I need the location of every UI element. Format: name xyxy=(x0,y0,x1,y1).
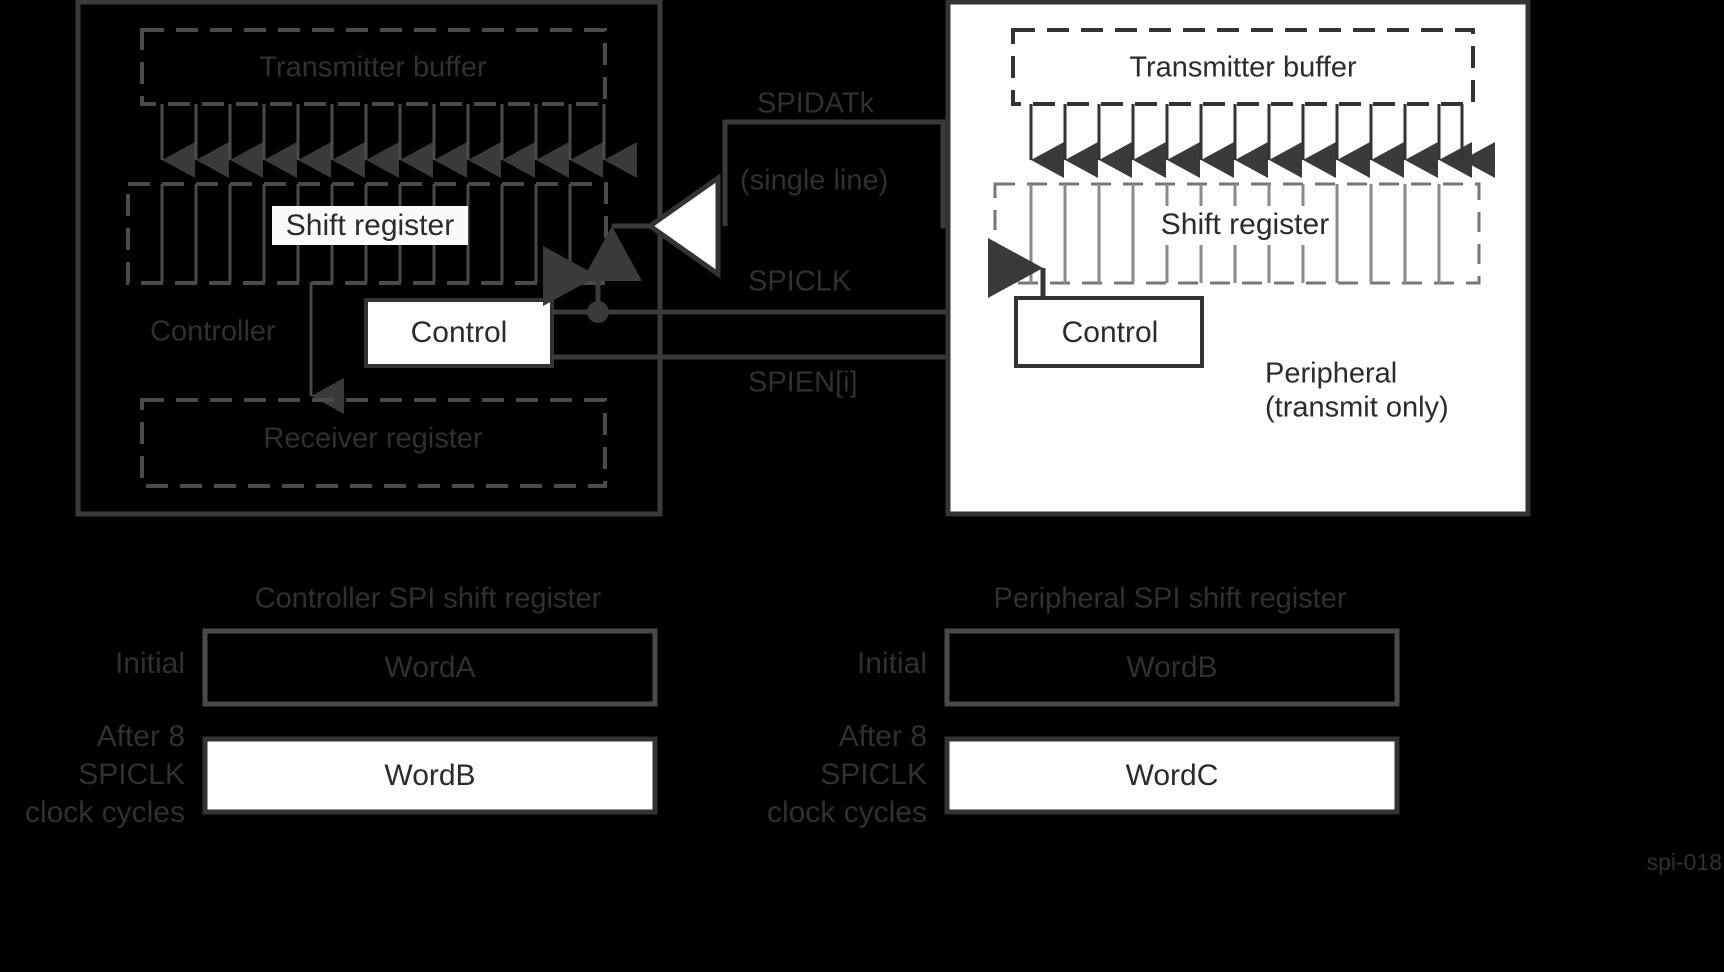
controller-register-initial-value: WordA xyxy=(384,651,475,684)
peripheral-load-arrows xyxy=(1029,104,1495,178)
controller-transmitter-buffer-label: Transmitter buffer xyxy=(259,52,487,84)
peripheral-control-box xyxy=(1014,296,1204,368)
controller-load-arrows xyxy=(160,104,637,178)
controller-control-box xyxy=(364,298,554,368)
controller-register-after8-box xyxy=(202,736,658,815)
controller-register-after8-label-line1: After 8 xyxy=(97,720,185,753)
controller-control-label: Control xyxy=(411,316,508,349)
peripheral-register-after8-value: WordC xyxy=(1126,759,1219,792)
controller-register-table: Controller SPI shift register WordA Init… xyxy=(25,583,658,829)
peripheral-panel: Transmitter buffer xyxy=(945,0,1531,517)
spidatk-label: SPIDATk xyxy=(757,88,875,120)
peripheral-shift-register-box xyxy=(993,182,1481,285)
controller-receiver-register-box xyxy=(140,398,607,488)
peripheral-register-after8-label-line1: After 8 xyxy=(839,720,927,753)
peripheral-shift-register-label: Shift register xyxy=(1161,208,1329,241)
controller-shift-register-label: Shift register xyxy=(286,209,454,242)
controller-transmitter-buffer-box xyxy=(140,28,607,106)
controller-receiver-register-label: Receiver register xyxy=(263,423,483,455)
peripheral-register-initial-value: WordB xyxy=(1126,651,1217,684)
peripheral-register-after8-box xyxy=(944,736,1400,815)
controller-register-after8-label-line2: SPICLK xyxy=(78,758,185,791)
peripheral-register-initial-box xyxy=(944,628,1400,707)
peripheral-register-after8-label-line2: SPICLK xyxy=(820,758,927,791)
figure-id-label: spi-018 xyxy=(1647,849,1722,875)
spien-label: SPIEN[i] xyxy=(748,367,858,399)
peripheral-register-initial-label: Initial xyxy=(857,647,927,680)
peripheral-panel-border xyxy=(945,0,1531,517)
controller-panel: Transmitter buffer xyxy=(75,0,663,517)
controller-register-after8-label-line3: clock cycles xyxy=(25,796,185,829)
spidatk-note-label: (single line) xyxy=(740,165,888,197)
peripheral-register-after8-label-line3: clock cycles xyxy=(767,796,927,829)
controller-register-table-title: Controller SPI shift register xyxy=(255,583,602,615)
peripheral-register-table-title: Peripheral SPI shift register xyxy=(994,583,1347,615)
controller-panel-label: Controller xyxy=(150,316,276,348)
peripheral-shift-register-label-plate xyxy=(1155,206,1335,245)
spidatk-buffer-amplifier-icon xyxy=(645,173,721,279)
peripheral-control-label: Control xyxy=(1062,316,1159,349)
peripheral-panel-label-line1: Peripheral xyxy=(1265,358,1397,390)
peripheral-transmitter-buffer-label: Transmitter buffer xyxy=(1129,52,1357,84)
controller-shift-register-label-plate xyxy=(272,206,468,245)
peripheral-panel-label-line2: (transmit only) xyxy=(1265,392,1449,424)
controller-register-after8-value: WordB xyxy=(384,759,475,792)
spiclk-label: SPICLK xyxy=(748,266,852,298)
controller-register-initial-box xyxy=(202,628,658,707)
peripheral-register-table: Peripheral SPI shift register WordB Init… xyxy=(767,583,1400,829)
peripheral-transmitter-buffer-box xyxy=(1011,28,1475,106)
controller-register-initial-label: Initial xyxy=(115,647,185,680)
